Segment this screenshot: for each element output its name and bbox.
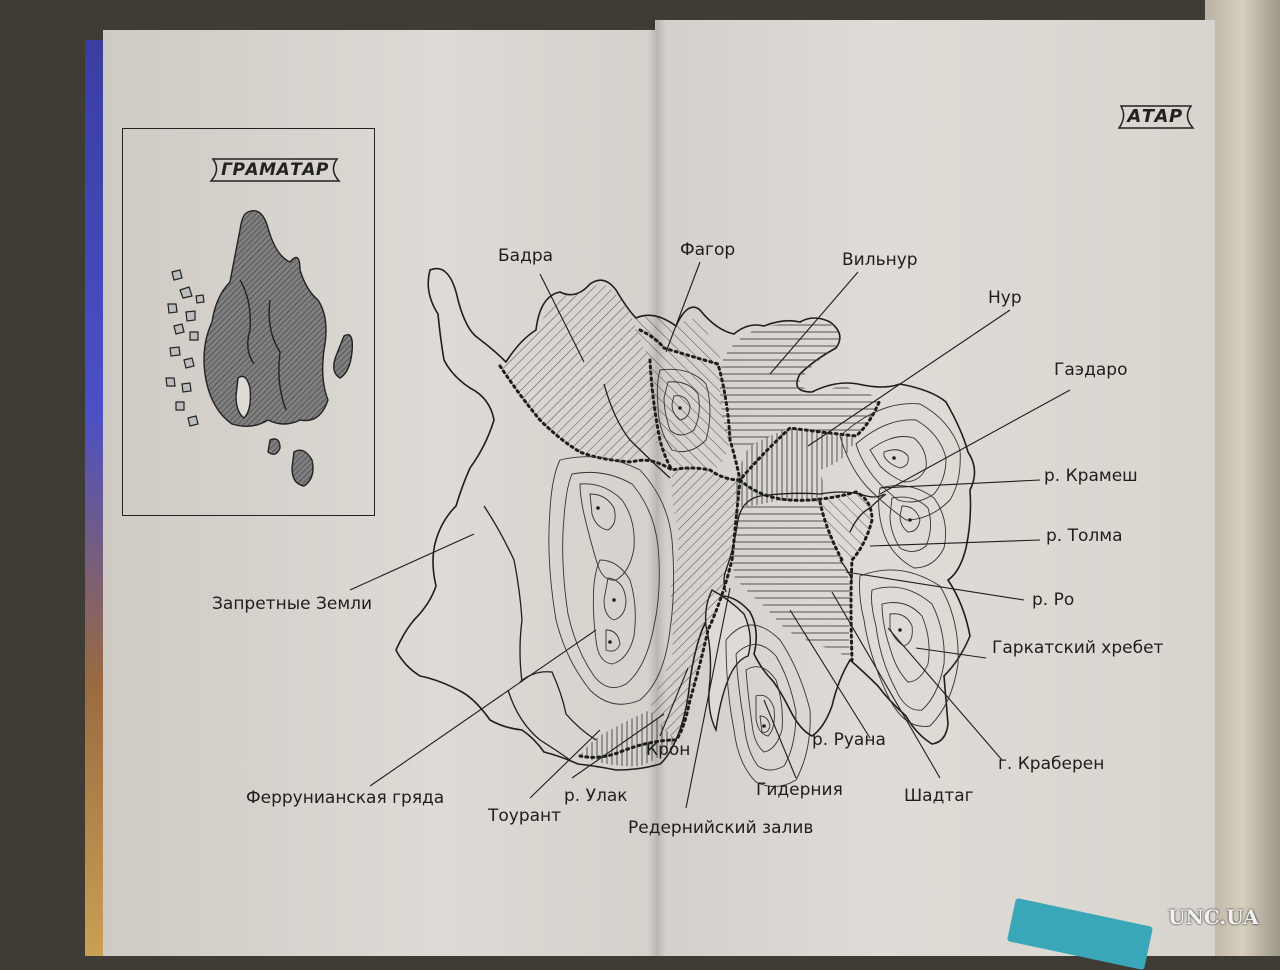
label-redernian-bay: Редернийский залив [628,818,814,838]
region-kron [650,468,740,740]
banner-ribbon-icon [209,158,341,182]
label-gaedaro: Гаэдаро [1054,360,1128,380]
region-vilnur [720,323,880,447]
main-map-title-text: АТАР [1127,106,1183,127]
label-fagor: Фагор [680,240,736,260]
label-ulak: р. Улак [564,786,628,806]
main-map-title: АТАР [1115,102,1195,132]
book-back-pages [1205,0,1280,956]
label-badra: Бадра [498,246,554,266]
region-fagor [630,315,730,470]
region-nur [733,428,856,508]
label-tourant: Тоурант [488,806,562,826]
label-kraberen: г. Краберен [998,754,1105,774]
left-page [103,30,663,956]
region-tourant [580,710,676,767]
region-borders-dotted [498,328,882,759]
rivers [483,383,887,761]
label-giderniya: Гидерния [756,780,843,800]
peak-markers [596,406,912,728]
label-kramesh: р. Крамеш [1044,466,1138,486]
label-ro: р. Ро [1032,590,1075,610]
label-garkat: Гаркатский хребет [992,638,1164,658]
region-ruana-shadtag [732,500,851,660]
label-ruana: р. Руана [812,730,886,750]
watermark-logo: UNC.UA [1168,905,1259,929]
main-continent-outline [395,267,976,771]
inset-islands [165,269,205,427]
region-gaedaro-east [820,491,872,560]
label-kron: Крон [646,740,691,760]
label-forbidden-lands: Запретные Земли [212,594,373,614]
inset-map-title-text: ГРАМАТАР [221,160,329,180]
label-ferrunian-ridge: Феррунианская гряда [246,788,445,808]
banner-ribbon-icon [1117,105,1195,129]
label-vilnur: Вильнур [842,250,918,270]
inset-map-frame [122,128,375,516]
label-shadtag: Шадтаг [904,786,974,806]
region-badra [500,282,660,462]
label-leader-lines [349,261,1071,809]
label-nur: Нур [988,288,1022,308]
inset-map-title: ГРАМАТАР [205,155,345,185]
label-tolma: р. Толма [1046,526,1123,546]
mountain-contours [548,368,961,787]
inset-continent [203,210,354,487]
